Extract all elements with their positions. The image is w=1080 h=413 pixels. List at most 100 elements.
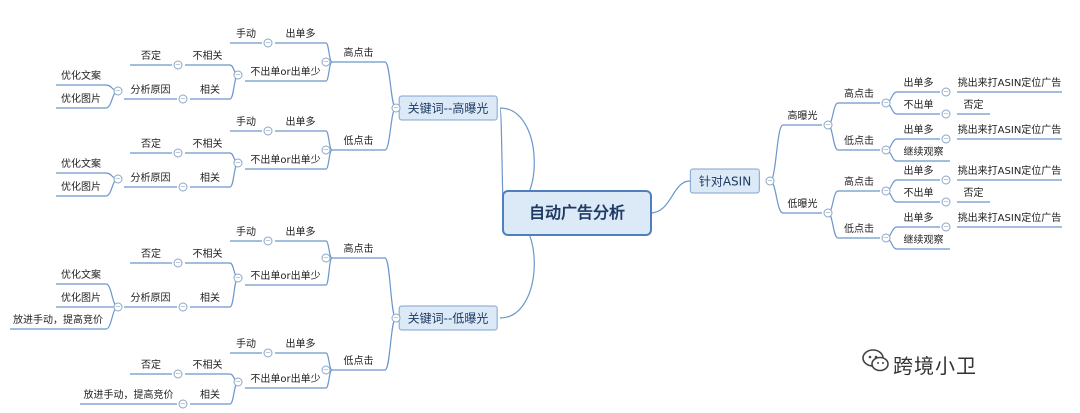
high-click-node[interactable]: 高点击 [844,89,874,100]
no-or-few-orders-node[interactable]: 不出单or出单少 [250,374,321,385]
low-click-node[interactable]: 低点击 [844,224,874,235]
optimize-image-node[interactable]: 优化图片 [61,293,101,304]
pick-asin-ad-node[interactable]: 挑出来打ASIN定位广告 [957,78,1062,89]
collapse-toggle-icon[interactable]: − [881,233,891,243]
collapse-toggle-icon[interactable]: − [113,174,123,184]
collapse-toggle-icon[interactable]: − [173,148,183,158]
negate-node[interactable]: 否定 [141,51,161,62]
manual-raise-bid-node[interactable]: 放进手动，提高竞价 [83,390,174,401]
root-node[interactable]: 自动广告分析 [502,190,652,236]
collapse-toggle-icon[interactable]: − [113,86,123,96]
optimize-copy-node[interactable]: 优化文案 [61,71,101,82]
collapse-toggle-icon[interactable]: − [178,302,188,312]
optimize-copy-node[interactable]: 优化文案 [61,270,101,281]
analyze-reason-node[interactable]: 分析原因 [130,293,171,304]
collapse-toggle-icon[interactable]: − [233,70,243,80]
relevant-node[interactable]: 相关 [200,293,220,304]
no-or-few-orders-node[interactable]: 不出单or出单少 [250,155,321,166]
no-or-few-orders-node[interactable]: 不出单or出单少 [250,271,321,282]
collapse-toggle-icon[interactable]: − [178,182,188,192]
collapse-toggle-icon[interactable]: − [881,145,891,155]
collapse-toggle-icon[interactable]: − [113,302,123,312]
collapse-toggle-icon[interactable]: − [263,348,273,358]
high-click-node[interactable]: 高点击 [844,177,874,188]
negate-node[interactable]: 否定 [141,249,161,260]
optimize-copy-node[interactable]: 优化文案 [61,159,101,170]
high-exposure-node[interactable]: 高曝光 [787,111,818,122]
collapse-toggle-icon[interactable]: − [391,313,401,323]
manual-node[interactable]: 手动 [236,227,256,238]
collapse-toggle-icon[interactable]: − [173,258,183,268]
many-orders-node[interactable]: 出单多 [903,78,934,89]
collapse-toggle-icon[interactable]: − [321,365,331,375]
low-click-node[interactable]: 低点击 [343,136,374,147]
optimize-image-node[interactable]: 优化图片 [61,94,101,105]
high-click-node[interactable]: 高点击 [343,244,374,255]
collapse-toggle-icon[interactable]: − [263,126,273,136]
collapse-toggle-icon[interactable]: − [823,208,833,218]
collapse-toggle-icon[interactable]: − [941,197,951,207]
collapse-toggle-icon[interactable]: − [321,145,331,155]
manual-node[interactable]: 手动 [236,117,256,128]
no-orders-node[interactable]: 不出单 [903,188,934,199]
many-orders-node[interactable]: 出单多 [285,339,316,350]
irrelevant-node[interactable]: 不相关 [192,139,223,150]
collapse-toggle-icon[interactable]: − [881,186,891,196]
irrelevant-node[interactable]: 不相关 [192,51,223,62]
irrelevant-node[interactable]: 不相关 [192,249,223,260]
many-orders-node[interactable]: 出单多 [285,117,316,128]
relevant-node[interactable]: 相关 [200,390,220,401]
collapse-toggle-icon[interactable]: − [391,103,401,113]
collapse-toggle-icon[interactable]: − [233,377,243,387]
collapse-toggle-icon[interactable]: − [941,134,951,144]
collapse-toggle-icon[interactable]: − [263,38,273,48]
relevant-node[interactable]: 相关 [200,173,220,184]
collapse-toggle-icon[interactable]: − [941,222,951,232]
collapse-toggle-icon[interactable]: − [321,57,331,67]
collapse-toggle-icon[interactable]: − [263,236,273,246]
collapse-toggle-icon[interactable]: − [178,399,188,409]
many-orders-node[interactable]: 出单多 [285,29,316,40]
branch-keyword-high-exposure[interactable]: 关键词--高曝光 [398,95,498,121]
collapse-toggle-icon[interactable]: − [765,176,775,186]
manual-node[interactable]: 手动 [236,29,256,40]
collapse-toggle-icon[interactable]: − [941,175,951,185]
collapse-toggle-icon[interactable]: − [941,87,951,97]
no-or-few-orders-node[interactable]: 不出单or出单少 [250,67,321,78]
optimize-image-node[interactable]: 优化图片 [61,182,101,193]
low-click-node[interactable]: 低点击 [343,356,374,367]
manual-node[interactable]: 手动 [236,339,256,350]
keep-watching-node[interactable]: 继续观察 [903,147,944,158]
negate-node[interactable]: 否定 [963,100,984,111]
branch-asin[interactable]: 针对ASIN [689,168,761,194]
collapse-toggle-icon[interactable]: − [941,109,951,119]
analyze-reason-node[interactable]: 分析原因 [130,173,171,184]
keep-watching-node[interactable]: 继续观察 [903,235,944,246]
low-exposure-node[interactable]: 低曝光 [787,199,818,210]
analyze-reason-node[interactable]: 分析原因 [130,85,171,96]
collapse-toggle-icon[interactable]: − [173,60,183,70]
pick-asin-ad-node[interactable]: 挑出来打ASIN定位广告 [957,125,1062,136]
many-orders-node[interactable]: 出单多 [903,125,934,136]
collapse-toggle-icon[interactable]: − [321,253,331,263]
low-click-node[interactable]: 低点击 [844,136,874,147]
collapse-toggle-icon[interactable]: − [173,369,183,379]
negate-node[interactable]: 否定 [963,188,984,199]
manual-raise-bid-node[interactable]: 放进手动，提高竞价 [13,315,103,326]
collapse-toggle-icon[interactable]: − [881,98,891,108]
relevant-node[interactable]: 相关 [200,85,220,96]
collapse-toggle-icon[interactable]: − [233,273,243,283]
many-orders-node[interactable]: 出单多 [285,227,316,238]
irrelevant-node[interactable]: 不相关 [192,360,223,371]
pick-asin-ad-node[interactable]: 挑出来打ASIN定位广告 [957,166,1062,177]
collapse-toggle-icon[interactable]: − [178,94,188,104]
branch-keyword-low-exposure[interactable]: 关键词--低曝光 [398,305,498,331]
no-orders-node[interactable]: 不出单 [903,100,934,111]
many-orders-node[interactable]: 出单多 [903,166,934,177]
collapse-toggle-icon[interactable]: − [233,158,243,168]
negate-node[interactable]: 否定 [141,139,161,150]
collapse-toggle-icon[interactable]: − [823,120,833,130]
many-orders-node[interactable]: 出单多 [903,213,934,224]
high-click-node[interactable]: 高点击 [343,48,374,59]
negate-node[interactable]: 否定 [141,360,161,371]
